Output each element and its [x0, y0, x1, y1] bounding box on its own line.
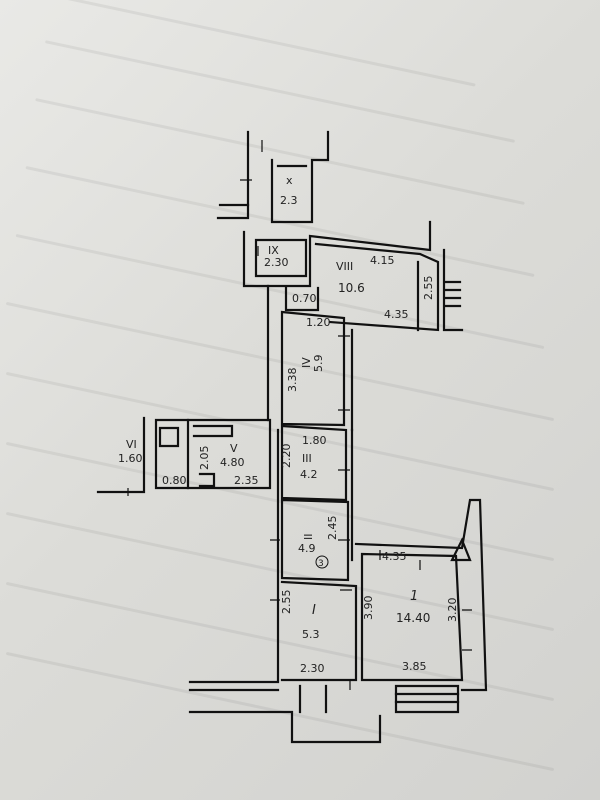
svg-text:2.45: 2.45 [326, 516, 339, 541]
room-ii-label: II 4.9 [298, 534, 316, 556]
svg-text:4.35: 4.35 [384, 308, 409, 321]
svg-text:5.3: 5.3 [302, 628, 320, 641]
room-viii-label: VIII 10.6 [336, 260, 365, 295]
room-vi-label: VI 1.60 [118, 438, 143, 465]
room-x-label: x 2.3 [280, 174, 298, 207]
svg-text:0.80: 0.80 [162, 474, 187, 487]
wall-ticks [127, 140, 472, 690]
dimension-labels: 4.15 2.55 4.35 1.20 3.38 1.80 2.20 2.05 … [162, 254, 459, 675]
svg-text:3.38: 3.38 [286, 368, 299, 393]
svg-text:III: III [302, 452, 312, 465]
svg-text:2.55: 2.55 [280, 590, 293, 615]
svg-text:2.55: 2.55 [422, 276, 435, 301]
svg-text:1: 1 [410, 589, 418, 604]
circled-marker: 3 [315, 555, 329, 569]
svg-text:14.40: 14.40 [396, 611, 430, 625]
svg-text:10.6: 10.6 [338, 281, 365, 295]
svg-text:3.85: 3.85 [402, 660, 427, 673]
svg-text:2.3: 2.3 [280, 194, 298, 207]
room-v-label: V 4.80 [220, 442, 245, 469]
svg-text:4.15: 4.15 [370, 254, 395, 267]
svg-text:1.80: 1.80 [302, 434, 327, 447]
room-iv-label: IV 5.9 [300, 355, 325, 373]
svg-text:x: x [286, 174, 293, 187]
svg-text:2.30: 2.30 [264, 256, 289, 269]
svg-text:1.20: 1.20 [306, 316, 331, 329]
svg-text:4.80: 4.80 [220, 456, 245, 469]
room-1-label: 1 14.40 [396, 589, 430, 625]
svg-text:IX: IX [268, 244, 279, 257]
svg-text:3.20: 3.20 [446, 598, 459, 623]
svg-text:I: I [312, 603, 316, 618]
svg-text:4.35: 4.35 [382, 550, 407, 563]
svg-text:VI: VI [126, 438, 137, 451]
svg-text:2.35: 2.35 [234, 474, 259, 487]
svg-text:4.9: 4.9 [298, 542, 316, 555]
svg-text:2.30: 2.30 [300, 662, 325, 675]
svg-text:VIII: VIII [336, 260, 353, 273]
svg-text:2.20: 2.20 [280, 444, 293, 469]
svg-text:II: II [302, 534, 315, 541]
svg-text:4.2: 4.2 [300, 468, 318, 481]
svg-text:5.9: 5.9 [312, 355, 325, 373]
walls [96, 130, 488, 744]
svg-text:2.05: 2.05 [198, 446, 211, 471]
room-iii-label: III 4.2 [300, 452, 318, 481]
svg-text:IV: IV [300, 357, 313, 368]
svg-text:3.90: 3.90 [362, 596, 375, 621]
room-small-area: 0.70 [292, 292, 317, 305]
room-ix-label: IX 2.30 [264, 244, 289, 269]
svg-text:V: V [230, 442, 238, 455]
room-i-label: I 5.3 [302, 603, 320, 641]
svg-text:1.60: 1.60 [118, 452, 143, 465]
svg-text:3: 3 [318, 559, 324, 569]
